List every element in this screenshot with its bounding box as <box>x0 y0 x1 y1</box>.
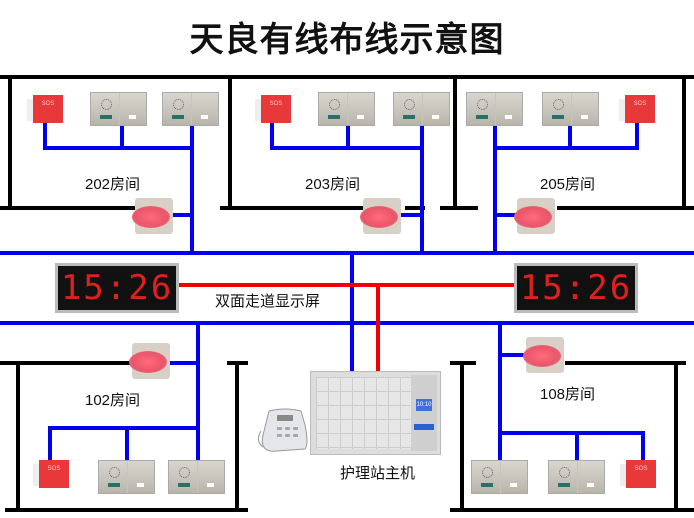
bedside-call-panel <box>542 92 599 126</box>
room-label-205: 205房间 <box>540 176 596 193</box>
bedside-call-panel <box>168 460 225 494</box>
nurse-station-host: 10:10 <box>310 371 441 455</box>
door-light <box>360 198 401 234</box>
bedside-call-panel <box>471 460 528 494</box>
corridor-display-label: 双面走道显示屏 <box>215 293 321 310</box>
sos-button: SOS <box>255 95 291 125</box>
door-light <box>132 198 173 234</box>
bus-wires <box>0 120 694 460</box>
bedside-call-panel <box>90 92 147 126</box>
room-label-203: 203房间 <box>305 176 361 193</box>
sos-button: SOS <box>27 95 63 125</box>
page-title: 天良有线布线示意图 <box>189 20 505 60</box>
display-wires <box>178 283 515 372</box>
room-label-202: 202房间 <box>85 176 141 193</box>
sos-button: SOS <box>620 460 656 490</box>
corridor-display-left: 15:26 <box>55 263 179 313</box>
sos-button: SOS <box>33 460 69 490</box>
nurse-station-label: 护理站主机 <box>340 465 416 482</box>
room-label-108: 108房间 <box>540 386 596 403</box>
bedside-call-panel <box>548 460 605 494</box>
corridor-display-right: 15:26 <box>514 263 638 313</box>
bedside-call-panel <box>98 460 155 494</box>
sos-button: SOS <box>619 95 655 125</box>
bedside-call-panel <box>318 92 375 126</box>
door-light <box>129 343 170 379</box>
station-screen: 10:10 <box>416 399 432 411</box>
telephone-icon <box>255 405 310 455</box>
bedside-call-panel <box>162 92 219 126</box>
door-light <box>514 198 555 234</box>
walls <box>0 75 694 512</box>
bedside-call-panel <box>393 92 450 126</box>
bedside-call-panel <box>466 92 523 126</box>
room-label-102: 102房间 <box>85 392 141 409</box>
door-light <box>523 337 564 373</box>
